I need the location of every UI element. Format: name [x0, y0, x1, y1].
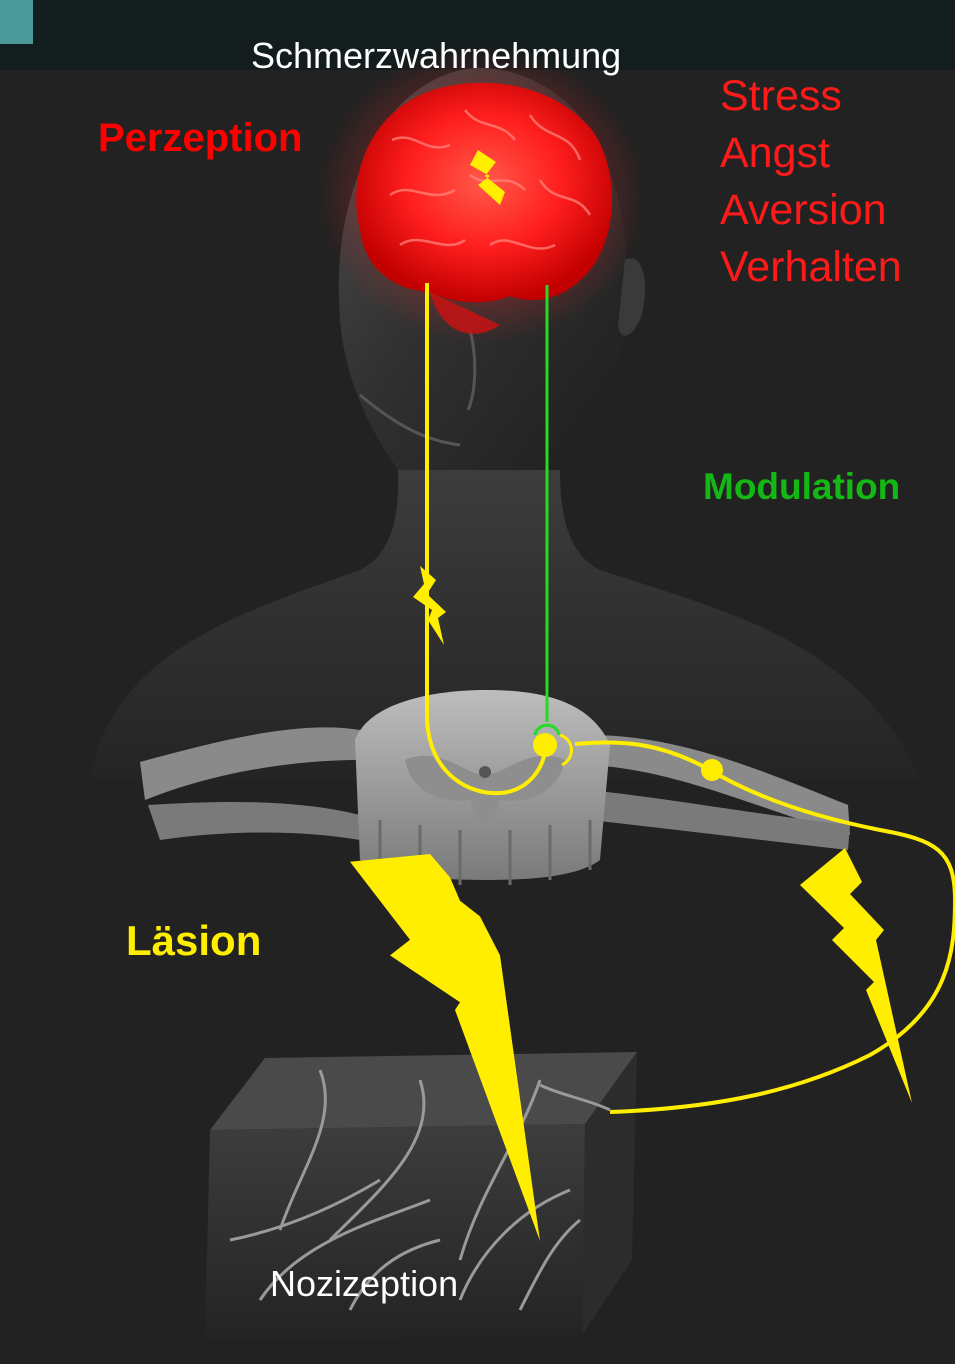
- emotion-item: Stress: [720, 68, 902, 125]
- emotion-list: Stress Angst Aversion Verhalten: [720, 68, 902, 296]
- perception-label: Perzeption: [98, 118, 302, 158]
- modulation-label: Modulation: [703, 468, 900, 505]
- lesion-label: Läsion: [126, 920, 261, 962]
- brain-icon: [317, 45, 647, 345]
- synapse-node: [533, 733, 557, 757]
- title-label: Schmerzwahrnehmung: [251, 38, 621, 74]
- lightning-bolt-icon: [800, 848, 912, 1103]
- emotion-item: Aversion: [720, 182, 902, 239]
- ganglion-node: [701, 759, 723, 781]
- emotion-item: Verhalten: [720, 239, 902, 296]
- nociception-label: Nozizeption: [270, 1266, 458, 1302]
- emotion-item: Angst: [720, 125, 902, 182]
